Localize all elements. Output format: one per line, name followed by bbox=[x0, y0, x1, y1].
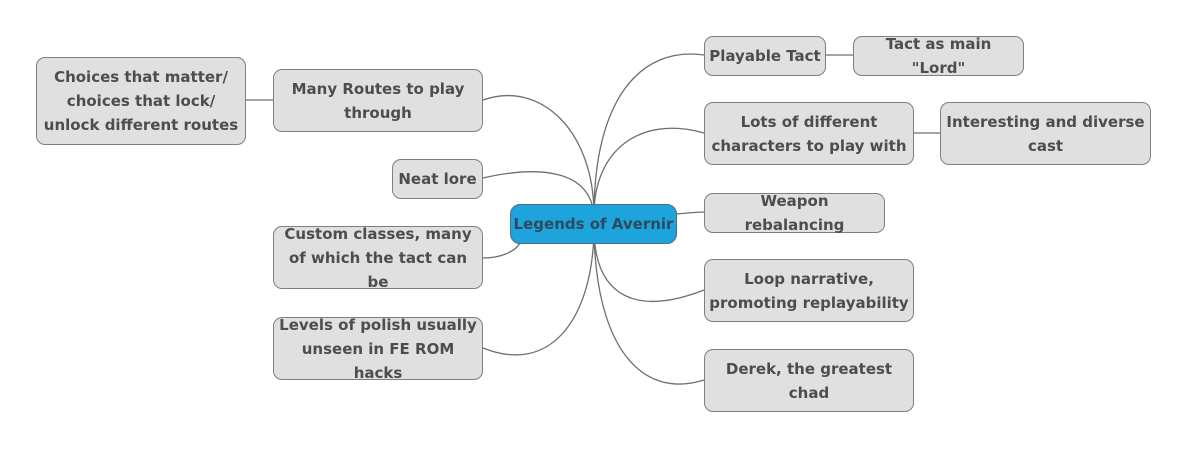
connector-root-playable-tact bbox=[593, 53, 705, 216]
connector-root-neat-lore bbox=[482, 171, 595, 216]
topic-levels-of-polish-label: Levels of polish usually unseen in FE RO… bbox=[279, 315, 477, 382]
central-topic-label: Legends of Avernir bbox=[513, 215, 674, 233]
connector-root-derek bbox=[593, 231, 705, 385]
topic-weapon-rebalancing-label: Weapon rebalancing bbox=[744, 192, 845, 234]
subtopic-diverse-cast[interactable]: Interesting and diverse cast bbox=[940, 102, 1151, 165]
topic-levels-of-polish[interactable]: Levels of polish usually unseen in FE RO… bbox=[273, 316, 483, 382]
subtopic-choices-that-matter-label: Choices that matter/ choices that lock/ … bbox=[43, 68, 239, 134]
subtopic-tact-as-lord[interactable]: Tact as main "Lord" bbox=[853, 35, 1024, 77]
topic-playable-tact[interactable]: Playable Tact bbox=[704, 36, 826, 76]
topic-custom-classes-label: Custom classes, many of which the tact c… bbox=[284, 224, 472, 291]
topic-neat-lore-label: Neat lore bbox=[398, 170, 477, 188]
topic-derek[interactable]: Derek, the greatest chad bbox=[704, 349, 914, 412]
topic-weapon-rebalancing[interactable]: Weapon rebalancing bbox=[704, 192, 885, 234]
connector-root-weapon-rebalancing bbox=[675, 211, 705, 215]
topic-derek-label: Derek, the greatest chad bbox=[725, 359, 893, 402]
central-topic-node[interactable]: Legends of Avernir bbox=[510, 204, 677, 244]
topic-lots-of-characters[interactable]: Lots of different characters to play wit… bbox=[704, 102, 914, 165]
connector-root-lots-of-characters bbox=[593, 127, 705, 216]
subtopic-diverse-cast-label: Interesting and diverse cast bbox=[946, 112, 1145, 155]
topic-custom-classes[interactable]: Custom classes, many of which the tact c… bbox=[273, 225, 483, 291]
subtopic-choices-that-matter[interactable]: Choices that matter/ choices that lock/ … bbox=[36, 57, 246, 145]
subtopic-tact-as-lord-label: Tact as main "Lord" bbox=[885, 35, 992, 77]
connector-root-loop-narrative bbox=[593, 231, 705, 302]
topic-lots-of-characters-label: Lots of different characters to play wit… bbox=[711, 112, 907, 155]
topic-neat-lore[interactable]: Neat lore bbox=[392, 159, 483, 199]
connector-root-levels-of-polish bbox=[482, 231, 595, 356]
connector-root-many-routes bbox=[482, 95, 595, 216]
topic-loop-narrative-label: Loop narrative, promoting replayability bbox=[709, 269, 909, 312]
topic-many-routes-label: Many Routes to play through bbox=[291, 79, 465, 122]
connector-root-custom-classes bbox=[482, 242, 521, 259]
topic-loop-narrative[interactable]: Loop narrative, promoting replayability bbox=[704, 259, 914, 322]
topic-many-routes[interactable]: Many Routes to play through bbox=[273, 69, 483, 132]
topic-playable-tact-label: Playable Tact bbox=[709, 47, 821, 65]
